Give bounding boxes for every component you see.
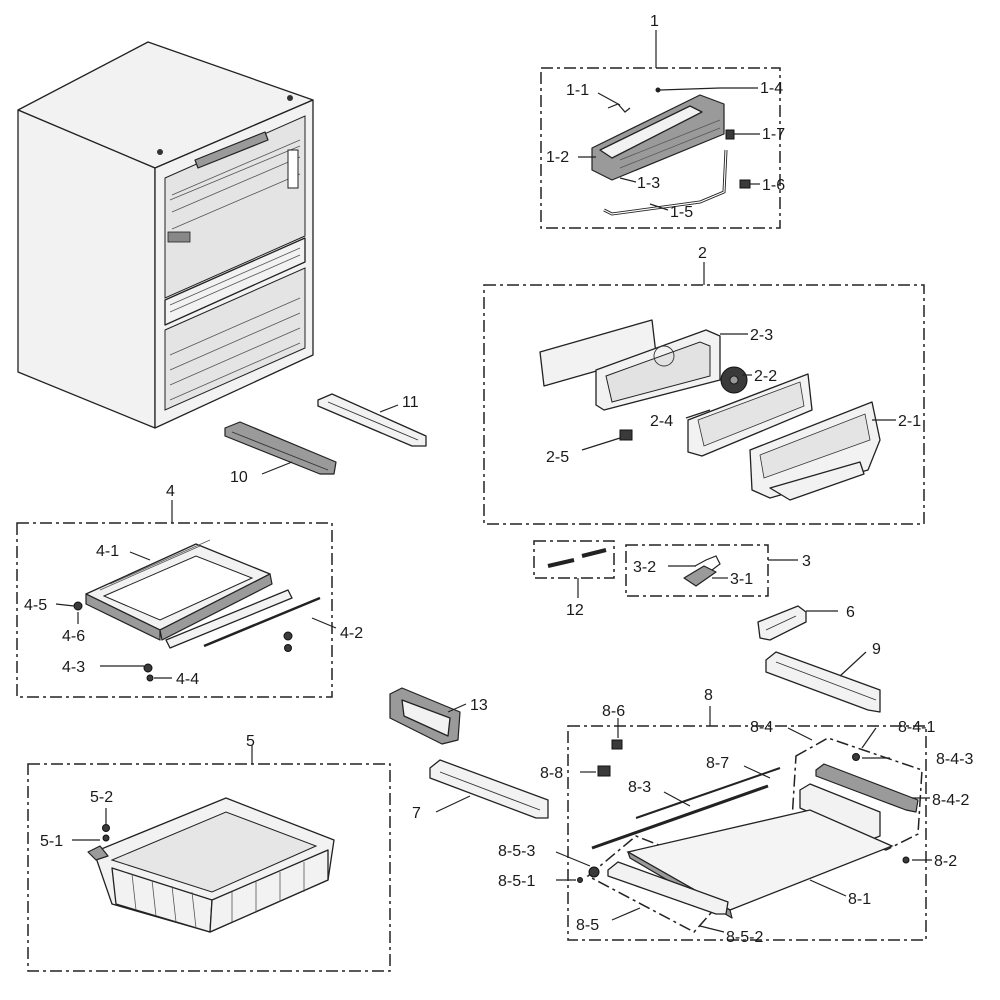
part-13 [389, 687, 461, 745]
label-8-4: 8-4 [750, 719, 773, 736]
label-9: 9 [872, 641, 881, 658]
part-10-rail [224, 421, 337, 475]
part-6 [757, 605, 807, 641]
part-7 [429, 759, 549, 819]
label-1-7: 1-7 [762, 126, 785, 143]
label-4: 4 [166, 483, 175, 500]
label-4-2: 4-2 [340, 625, 363, 642]
label-8: 8 [704, 687, 713, 704]
label-5-2: 5-2 [90, 789, 113, 806]
label-8-4-3: 8-4-3 [936, 751, 973, 768]
label-1-1: 1-1 [566, 82, 589, 99]
label-4-5: 4-5 [24, 597, 47, 614]
part-9 [765, 651, 881, 713]
label-8-5: 8-5 [576, 917, 599, 934]
label-8-3: 8-3 [628, 779, 651, 796]
label-2-2: 2-2 [754, 368, 777, 385]
label-4-3: 4-3 [62, 659, 85, 676]
group-2: 2 [483, 245, 925, 525]
label-8-4-2: 8-4-2 [932, 792, 969, 809]
label-4-6: 4-6 [62, 628, 85, 645]
label-1-3: 1-3 [637, 175, 660, 192]
label-1: 1 [650, 13, 659, 30]
label-1-2: 1-2 [546, 149, 569, 166]
label-8-1: 8-1 [848, 891, 871, 908]
label-3-2: 3-2 [633, 559, 656, 576]
label-3: 3 [802, 553, 811, 570]
label-8-4-1: 8-4-1 [898, 719, 935, 736]
label-7: 7 [412, 805, 421, 822]
group-5: 5 [27, 733, 391, 972]
label-4-1: 4-1 [96, 543, 119, 560]
group-1: 1 [540, 13, 781, 229]
label-1-4: 1-4 [760, 80, 783, 97]
group-8: 8 [567, 687, 927, 941]
label-8-6: 8-6 [602, 703, 625, 720]
label-2-1: 2-1 [898, 413, 921, 430]
cabinet [17, 41, 314, 429]
label-2-3: 2-3 [750, 327, 773, 344]
label-8-2: 8-2 [934, 853, 957, 870]
label-10: 10 [230, 469, 248, 486]
label-5-1: 5-1 [40, 833, 63, 850]
label-12: 12 [566, 602, 584, 619]
label-2: 2 [698, 245, 707, 262]
label-2-5: 2-5 [546, 449, 569, 466]
label-4-4: 4-4 [176, 671, 199, 688]
label-8-5-1: 8-5-1 [498, 873, 535, 890]
label-11: 11 [402, 394, 419, 411]
label-8-7: 8-7 [706, 755, 729, 772]
label-13: 13 [470, 697, 488, 714]
label-8-5-2: 8-5-2 [726, 929, 763, 946]
label-8-8: 8-8 [540, 765, 563, 782]
group-4: 4 [16, 483, 333, 698]
group-12: 12 [533, 540, 615, 619]
label-1-5: 1-5 [670, 204, 693, 221]
group-3: 3 [625, 544, 811, 597]
label-6: 6 [846, 604, 855, 621]
label-5: 5 [246, 733, 255, 750]
label-2-4: 2-4 [650, 413, 673, 430]
part-11-rail [317, 393, 427, 447]
label-1-6: 1-6 [762, 177, 785, 194]
label-8-5-3: 8-5-3 [498, 843, 535, 860]
label-3-1: 3-1 [730, 571, 753, 588]
